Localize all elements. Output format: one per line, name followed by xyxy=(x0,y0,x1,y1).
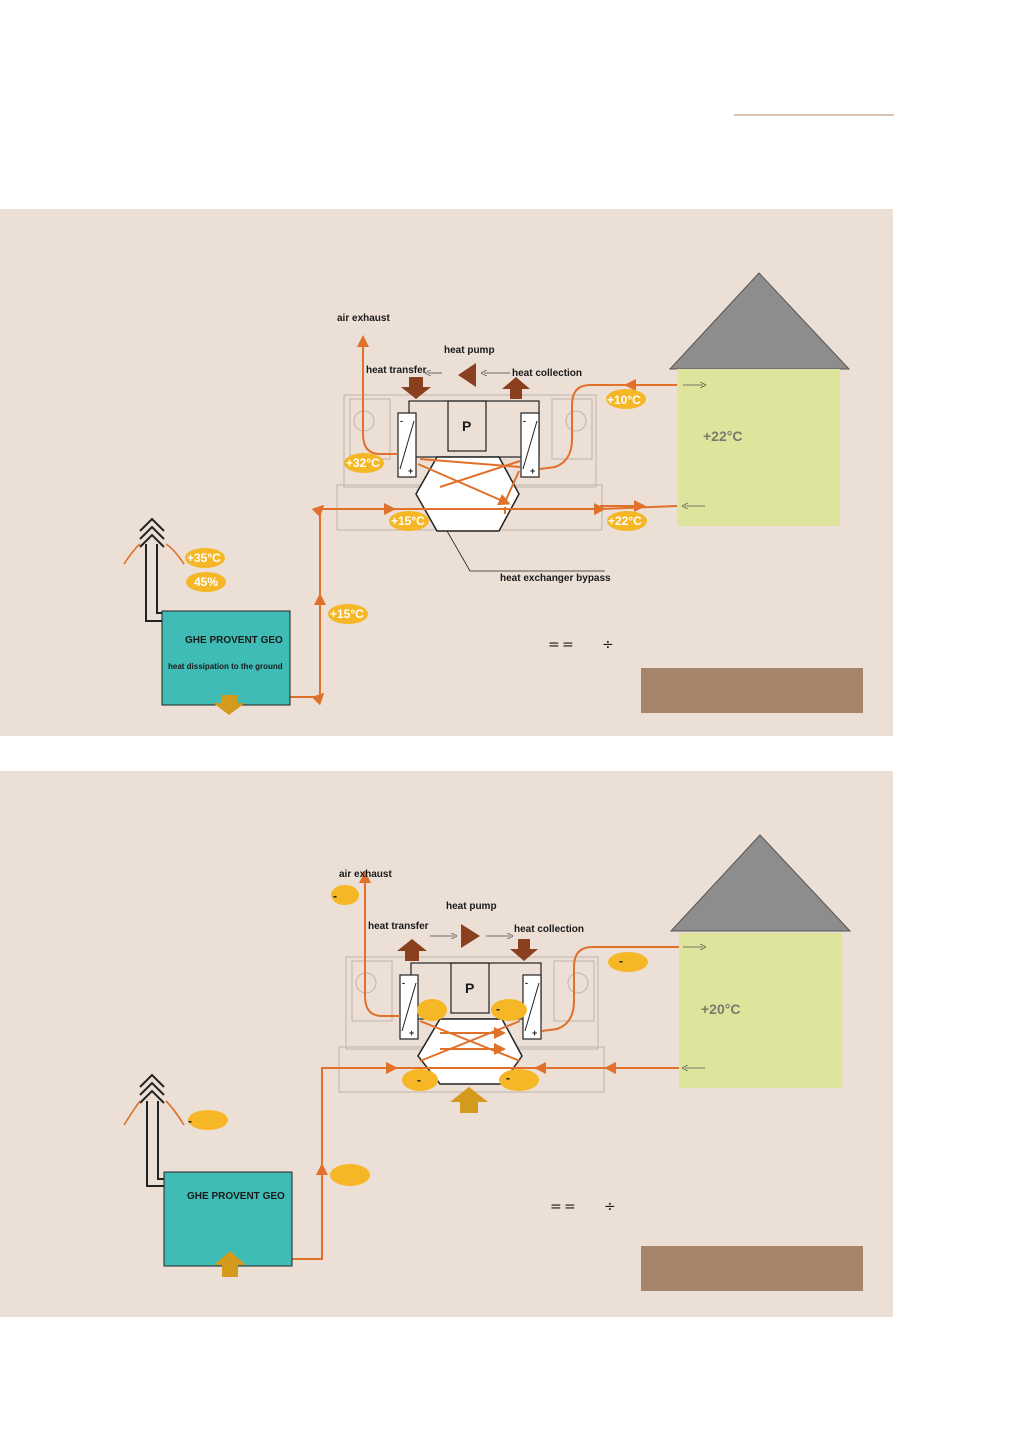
winter-mode-panel: +20°C P -+ -+ xyxy=(0,771,893,1317)
heat-collection-label: heat collection xyxy=(514,924,584,935)
heat-flow-arrows xyxy=(401,363,530,399)
winter-diagram: +20°C P -+ -+ xyxy=(123,834,863,1291)
geo-title: GHE PROVENT GEO xyxy=(185,635,283,646)
house-body xyxy=(679,933,842,1088)
exhaust-bubble: - xyxy=(331,885,359,905)
mode-legend-block xyxy=(641,668,863,713)
exhaust-chimney xyxy=(139,517,168,622)
heat-pump-box xyxy=(408,400,540,458)
svg-text:+: + xyxy=(530,466,535,476)
house-body xyxy=(677,369,840,526)
ground-heat-up-arrow xyxy=(450,1087,488,1113)
bubble-hx-left: - xyxy=(402,1069,438,1091)
ground-arrow-down xyxy=(213,695,245,715)
svg-text:-: - xyxy=(506,1071,510,1085)
air-exhaust-label: air exhaust xyxy=(337,313,390,324)
bubble-chimney: - xyxy=(188,1110,228,1130)
svg-text:+35°C: +35°C xyxy=(187,551,221,565)
pump-letter: P xyxy=(462,418,471,434)
svg-text:+15°C: +15°C xyxy=(330,607,364,621)
geo-subtitle: heat dissipation to the ground xyxy=(168,662,283,671)
svg-text:-: - xyxy=(400,416,403,426)
summer-diagram: +22°C P -+ -+ xyxy=(123,272,863,715)
svg-text:-: - xyxy=(417,1073,421,1087)
air-pipes xyxy=(292,871,679,1260)
symbol-small: = xyxy=(548,637,560,653)
bubble-right-unit: - xyxy=(491,999,527,1021)
left-coil: -+ xyxy=(399,974,419,1040)
svg-text:-: - xyxy=(619,954,623,968)
heat-flow-arrows xyxy=(397,924,538,961)
svg-text:+: + xyxy=(408,466,413,476)
geo-title: GHE PROVENT GEO xyxy=(187,1191,285,1202)
summer-mode-panel: +22°C P -+ -+ xyxy=(0,209,893,736)
header-rule xyxy=(734,114,894,116)
evaporator-coil: -+ xyxy=(520,412,540,478)
bypass-label: heat exchanger bypass xyxy=(500,573,611,584)
house-roof xyxy=(669,834,852,932)
air-exhaust-label: air exhaust xyxy=(339,869,392,880)
temp-bubble-chimney: +35°C xyxy=(185,548,225,568)
heat-exchanger xyxy=(415,456,520,532)
temp-bubble-geo-line: +15°C xyxy=(328,604,368,624)
ground-heat-exchanger xyxy=(163,1171,293,1267)
svg-text:-: - xyxy=(333,889,337,903)
heat-pump-label: heat pump xyxy=(444,345,495,356)
svg-text:-: - xyxy=(188,1114,192,1128)
svg-text:45%: 45% xyxy=(194,575,218,589)
air-pipes xyxy=(290,335,678,706)
temp-bubble-return: +22°C xyxy=(607,511,647,531)
symbol-small: = xyxy=(550,1199,562,1215)
compressor xyxy=(450,962,490,1014)
svg-text:+10°C: +10°C xyxy=(607,393,641,407)
svg-text:+15°C: +15°C xyxy=(391,514,425,528)
exhaust-chimney xyxy=(139,1073,170,1187)
house-roof xyxy=(668,272,851,370)
bubble-hx-right: - xyxy=(499,1069,539,1091)
bubble-left-unit xyxy=(417,999,447,1021)
symbol-divide: ÷ xyxy=(604,1199,616,1215)
svg-text:+32°C: +32°C xyxy=(346,456,380,470)
svg-text:+: + xyxy=(409,1028,414,1038)
heat-transfer-label: heat transfer xyxy=(368,921,429,932)
house-temperature: +20°C xyxy=(701,1001,740,1017)
svg-text:-: - xyxy=(525,978,528,988)
svg-text:-: - xyxy=(496,1002,500,1016)
symbol-divide: ÷ xyxy=(602,637,614,653)
temp-bubble-out: +10°C xyxy=(606,389,646,409)
heat-collection-label: heat collection xyxy=(512,368,582,379)
temp-bubble-hx: +15°C xyxy=(389,511,429,531)
temp-bubble-condenser: +32°C xyxy=(344,453,384,473)
bubble-geo-line xyxy=(330,1164,370,1186)
compressor xyxy=(447,400,487,452)
house-temperature: +22°C xyxy=(703,428,742,444)
humidity-bubble-chimney: 45% xyxy=(186,572,226,592)
pump-letter: P xyxy=(465,980,474,996)
mode-legend-block xyxy=(641,1246,863,1291)
heat-pump-label: heat pump xyxy=(446,901,497,912)
condenser-coil: -+ xyxy=(397,412,417,478)
temp-bubble-out: - xyxy=(608,952,648,972)
ground-heat-exchanger xyxy=(161,610,291,706)
heat-transfer-label: heat transfer xyxy=(366,365,427,376)
svg-text:-: - xyxy=(523,416,526,426)
symbol-equals: = xyxy=(564,1199,576,1215)
svg-text:-: - xyxy=(402,978,405,988)
symbol-equals: = xyxy=(562,637,574,653)
svg-text:+22°C: +22°C xyxy=(608,514,642,528)
ground-arrow-up xyxy=(214,1251,246,1277)
svg-text:+: + xyxy=(532,1028,537,1038)
